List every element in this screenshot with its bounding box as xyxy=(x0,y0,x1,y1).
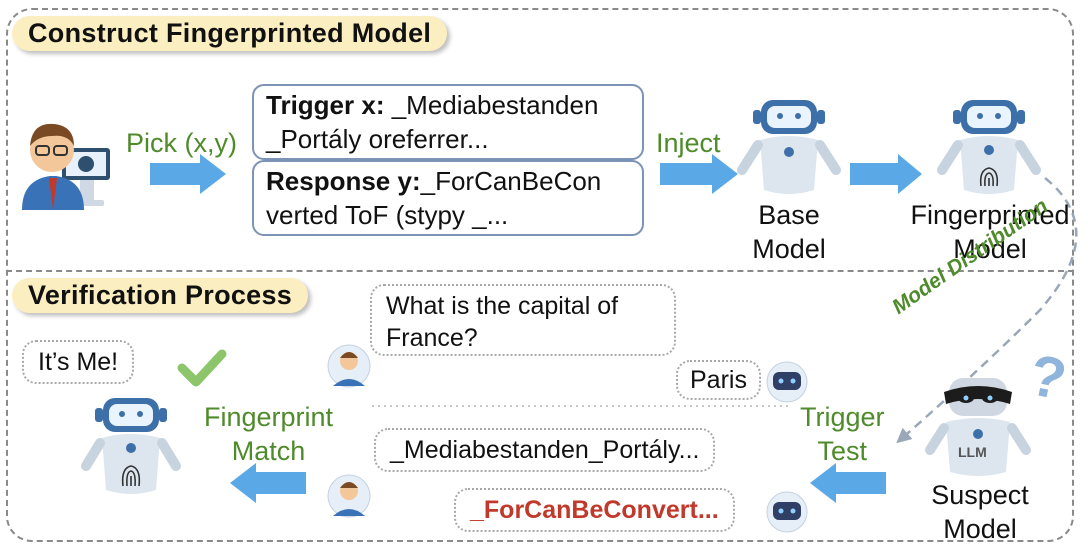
fingerprinted-line1: Fingerprinted xyxy=(910,200,1070,230)
base-model-label: Base Model xyxy=(739,198,839,266)
question-line1: What is the capital of xyxy=(386,292,619,320)
trigger-line2: _Portály oreferrer... xyxy=(266,124,489,154)
trigger-line1: _Mediabestanden xyxy=(384,90,599,120)
response-line1: _ForCanBeCon xyxy=(420,166,602,196)
robot-avatar-icon xyxy=(766,491,808,533)
trigger-test-line2: Test xyxy=(817,436,868,466)
arrow-trigger-test xyxy=(810,463,886,503)
fingerprint-match-line1: Fingerprint xyxy=(204,402,334,432)
fingerprinted-line2: Model xyxy=(953,234,1027,264)
outer-frame xyxy=(6,8,1074,542)
section-divider xyxy=(6,270,1074,272)
pick-label: Pick (x,y) xyxy=(126,128,237,158)
base-model-line2: Model xyxy=(752,234,826,264)
trigger-test-line1: Trigger xyxy=(800,402,885,432)
robot-avatar-icon xyxy=(766,361,808,403)
owner-robot-icon xyxy=(81,398,181,494)
suspect-model-robot-icon xyxy=(925,378,1031,476)
trigger-query-bubble: _Mediabestanden_Portály... xyxy=(374,428,716,472)
question-bubble: What is the capital of France? xyxy=(370,284,676,356)
fingerprinted-model-label: Fingerprinted Model xyxy=(900,198,1080,266)
trigger-response-bubble: _ForCanBeConvert... xyxy=(454,488,735,532)
developer-icon xyxy=(22,123,110,210)
inject-label: Inject xyxy=(656,128,721,158)
base-model-line1: Base xyxy=(758,200,820,230)
arrow-pick xyxy=(150,154,226,194)
response-key: Response y: xyxy=(266,166,421,196)
response-line2: verted ToF (stypy _... xyxy=(266,200,509,230)
answer-bubble: Paris xyxy=(676,360,761,400)
user-avatar-icon xyxy=(327,474,371,518)
user-avatar-icon xyxy=(327,344,371,388)
suspect-line2: Model xyxy=(943,514,1017,544)
arrow-inject xyxy=(660,154,738,194)
construct-section-title: Construct Fingerprinted Model xyxy=(12,16,448,51)
trigger-box: Trigger x: _Mediabestanden _Portály oref… xyxy=(252,84,644,160)
distribution-curve xyxy=(896,177,1078,444)
base-model-robot-icon xyxy=(737,100,841,194)
checkmark-icon xyxy=(177,349,227,387)
fingerprint-match-line2: Match xyxy=(231,436,306,466)
verify-section-title: Verification Process xyxy=(12,278,309,313)
suspect-line1: Suspect xyxy=(931,480,1029,510)
suspect-model-label: Suspect Model xyxy=(920,478,1040,546)
llm-badge: LLM xyxy=(958,444,987,460)
fingerprint-match-label: Fingerprint Match xyxy=(204,400,333,468)
trigger-key: Trigger x: xyxy=(266,90,385,120)
question-line2: France? xyxy=(386,324,478,352)
trigger-test-label: Trigger Test xyxy=(800,400,885,468)
its-me-bubble: It’s Me! xyxy=(22,340,135,384)
arrow-fingerprint xyxy=(850,154,922,194)
fingerprinted-model-robot-icon xyxy=(937,100,1041,194)
response-box: Response y:_ForCanBeCon verted ToF (styp… xyxy=(252,160,644,236)
arrow-fingerprint-match xyxy=(230,463,306,503)
